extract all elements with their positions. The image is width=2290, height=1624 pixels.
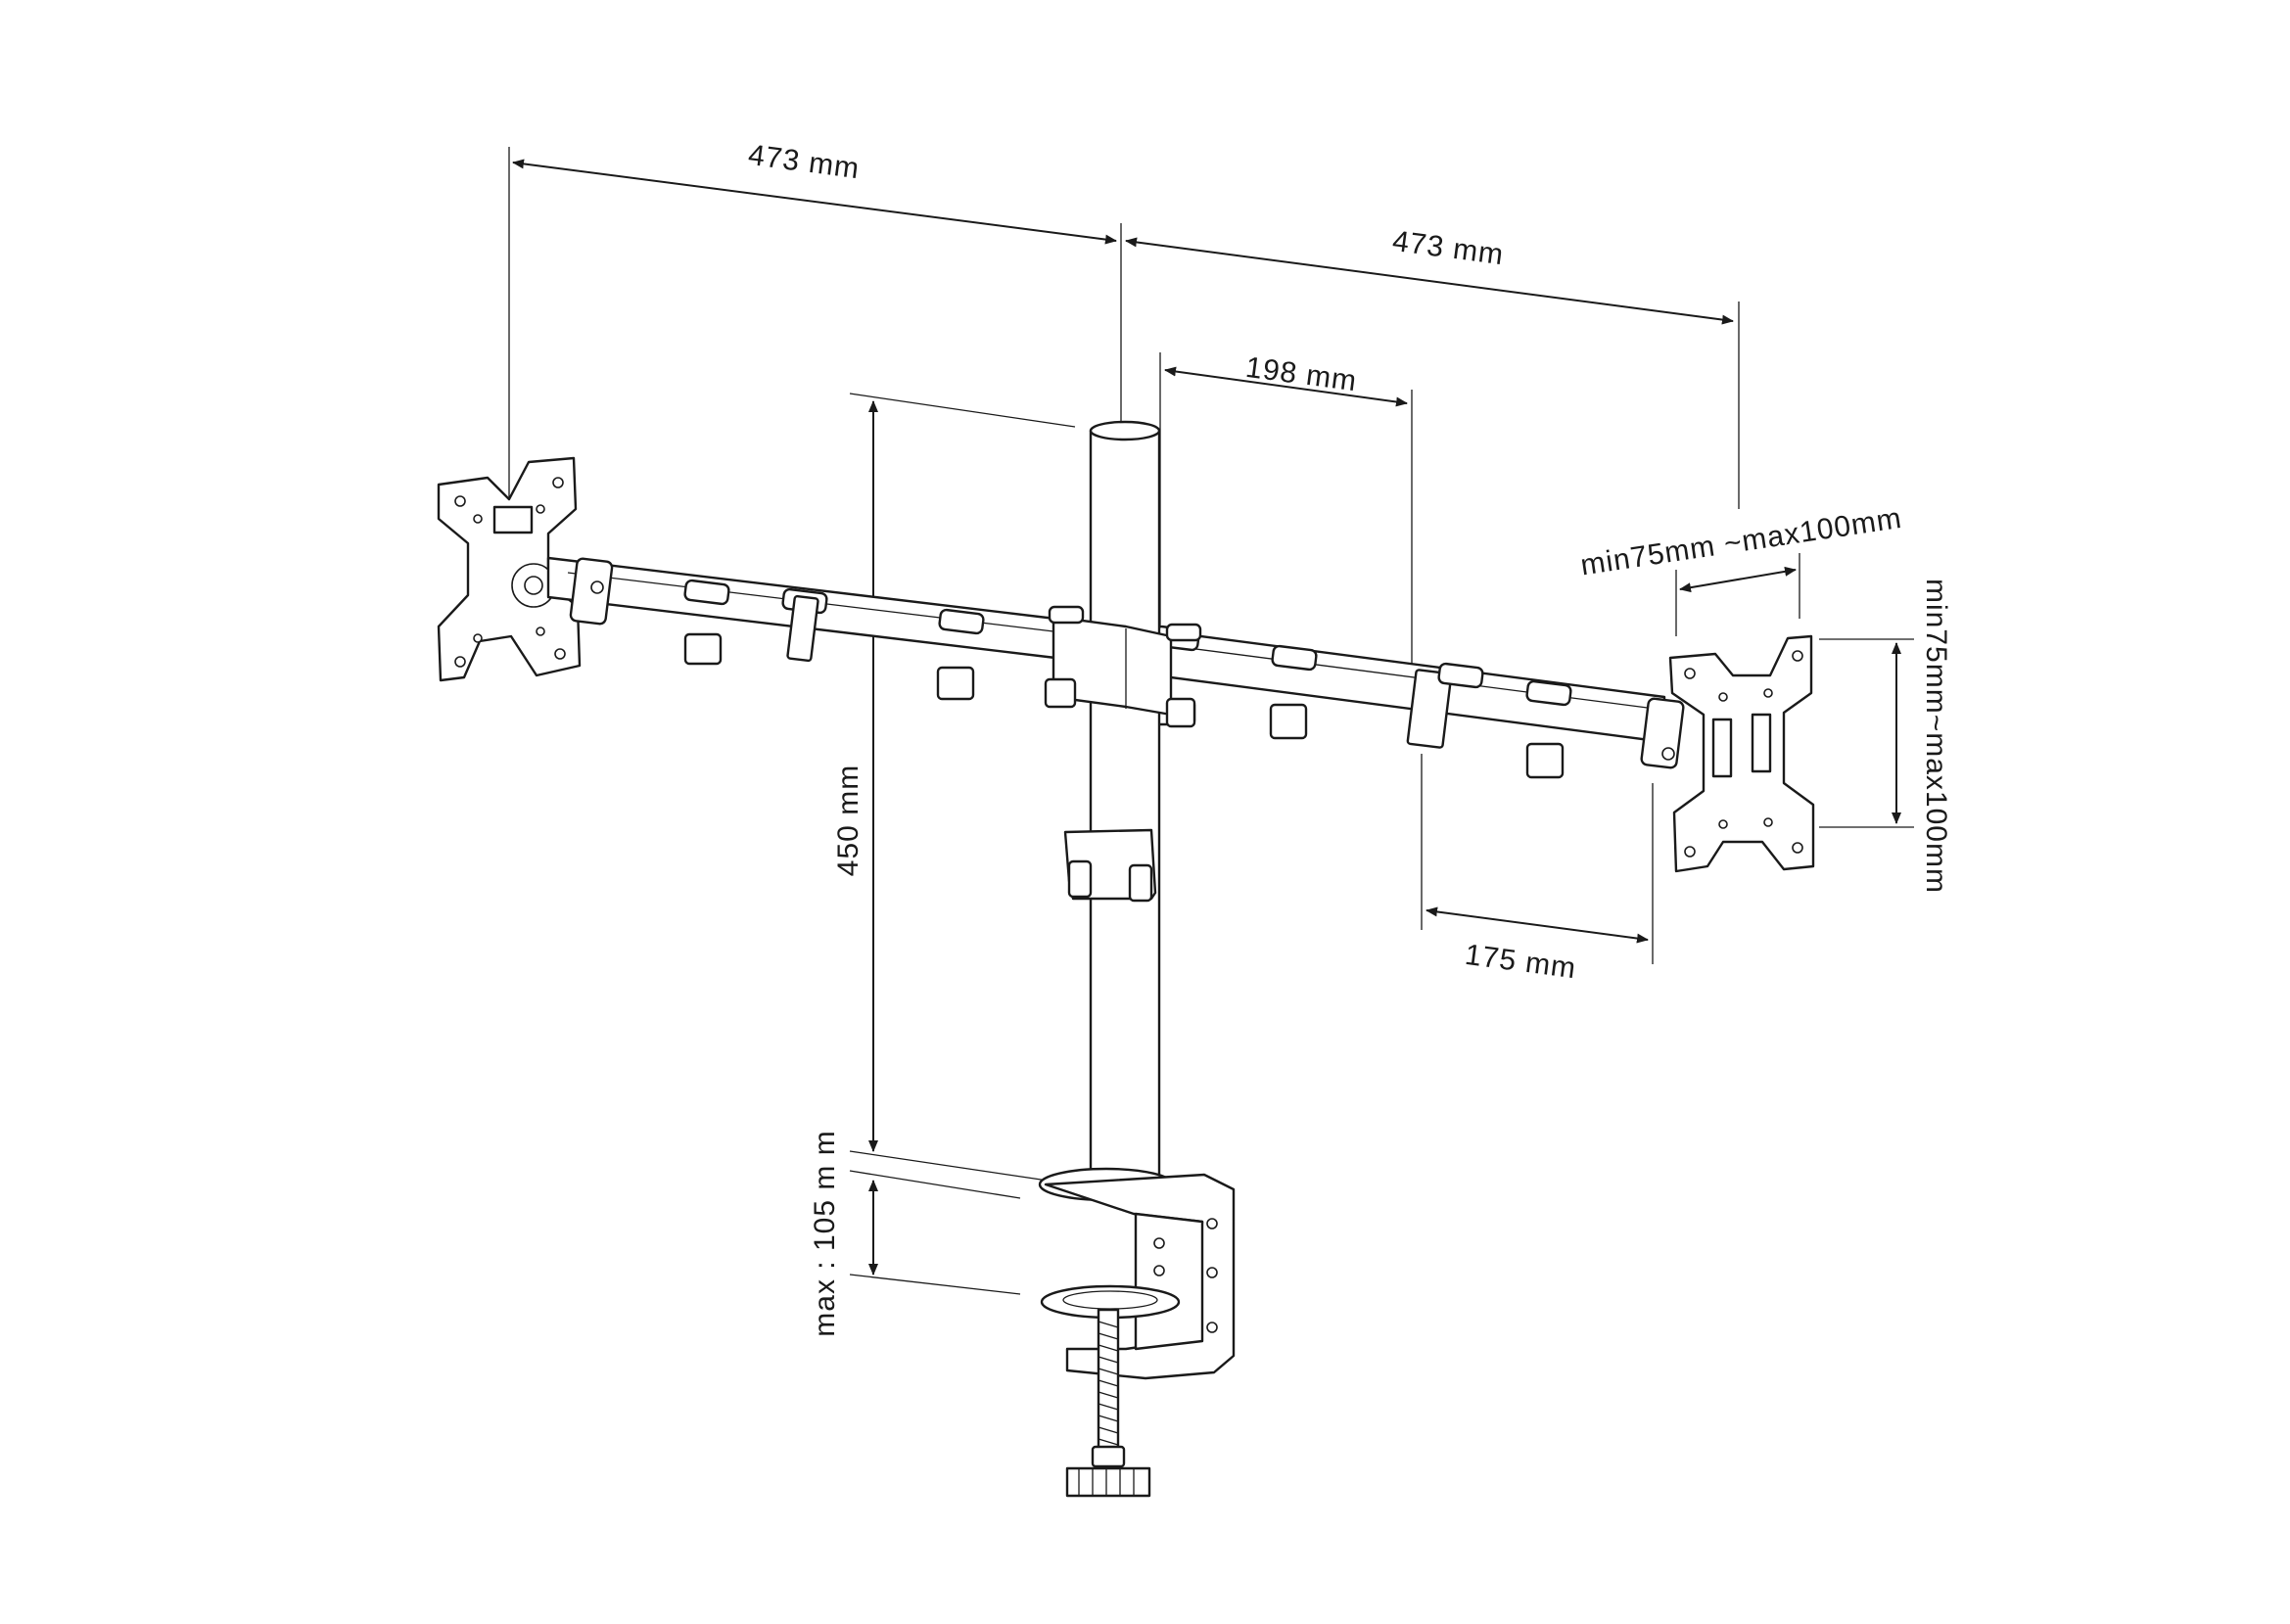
right-arm (1124, 625, 1685, 779)
extension-line-pole-base (849, 1150, 1049, 1182)
desk-clamp (1038, 1167, 1236, 1498)
dim-vesa-horizontal (1679, 566, 1797, 593)
label-vesa-vertical: min75mm~max100mm (1920, 579, 1952, 894)
label-clamp-range: max : 105 m m (809, 1130, 841, 1336)
dim-outer-arm (1425, 906, 1649, 944)
extension-line-clamp-bottom (849, 1274, 1021, 1295)
dim-left-arm-span (512, 159, 1117, 245)
label-right-arm-span: 473 mm (1390, 225, 1506, 271)
left-arm (546, 556, 1057, 701)
dim-right-arm-span (1125, 237, 1734, 325)
center-pole (1044, 420, 1202, 1188)
label-outer-arm-length: 175 mm (1463, 939, 1578, 985)
label-pole-height: 450 mm (832, 765, 865, 876)
label-left-arm-span: 473 mm (746, 139, 862, 185)
extension-line-pole-top (849, 393, 1076, 428)
extension-line-clamp-top (849, 1170, 1021, 1199)
right-vesa-plate (1668, 634, 1815, 873)
left-vesa-plate (437, 456, 582, 682)
dimension-lines (508, 147, 1914, 1295)
dim-inner-arm (1164, 366, 1408, 407)
label-inner-arm-length: 198 mm (1243, 351, 1359, 397)
label-vesa-horizontal: min75mm ~max100mm (1578, 502, 1904, 582)
